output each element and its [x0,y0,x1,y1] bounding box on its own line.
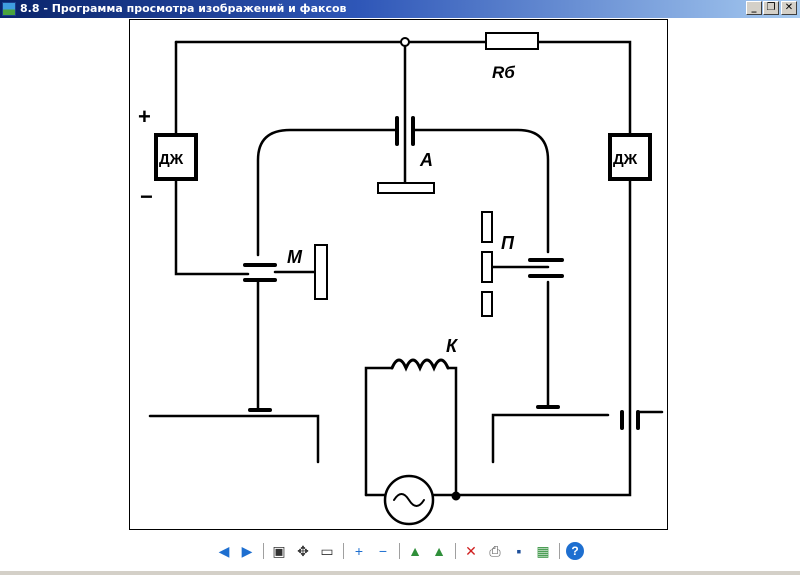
title-bar: 8.8 - Программа просмотра изображений и … [0,0,800,18]
edit-image-icon[interactable]: ▦ [536,543,550,559]
previous-image-icon[interactable]: ◀ [218,543,230,559]
circuit-diagram: Rб + − ДЖ ДЖ А М П К [138,32,664,526]
coil-k [390,358,450,372]
toolbar-separator [455,543,457,559]
actual-size-icon[interactable]: ✥ [297,543,309,559]
label-p: П [501,233,515,253]
restore-button[interactable]: ❐ [763,1,779,15]
label-dzh-right: ДЖ [613,151,638,168]
resistor-rb [485,32,539,50]
rotate-counterclockwise-icon[interactable]: ▲ [432,543,446,559]
label-k: К [446,336,459,356]
print-icon[interactable]: ⎙ [489,543,501,559]
contact-p-bar-bottom [481,291,493,317]
help-icon[interactable]: ? [566,542,584,560]
save-icon[interactable]: ▪ [516,543,522,559]
label-a: А [419,150,433,170]
minimize-button[interactable]: _ [746,1,762,15]
toolbar-separator [399,543,401,559]
viewer-toolbar: ◀ ▶ ▣ ✥ ▭ + − ▲ ▲ ✕ ⎙ ▪ ▦ ? [0,540,800,562]
label-dzh-left: ДЖ [159,151,184,168]
label-plus: + [138,104,151,129]
best-fit-icon[interactable]: ▣ [272,543,286,559]
window-bottom-border [0,570,800,575]
image-viewer-canvas: Rб + − ДЖ ДЖ А М П К [129,19,668,530]
slideshow-icon[interactable]: ▭ [320,543,334,559]
zoom-out-icon[interactable]: − [378,543,388,559]
toolbar-separator [559,543,561,559]
close-button[interactable]: ✕ [781,1,797,15]
app-icon [2,2,16,16]
relay-dzh-left [154,133,198,181]
window-title: 8.8 - Программа просмотра изображений и … [20,2,347,15]
label-rb: Rб [492,63,515,82]
toolbar-separator [263,543,265,559]
next-image-icon[interactable]: ▶ [241,543,253,559]
delete-icon[interactable]: ✕ [465,543,477,559]
contact-p-bar-mid [481,251,493,283]
contact-m-bar [314,244,328,300]
toolbar-separator [343,543,345,559]
label-minus: − [140,184,153,209]
contact-p-bar-top [481,211,493,243]
zoom-in-icon[interactable]: + [354,543,364,559]
rotate-clockwise-icon[interactable]: ▲ [408,543,422,559]
junction-dot [451,491,461,501]
contact-a-bar [377,182,435,194]
label-m: М [287,247,303,267]
